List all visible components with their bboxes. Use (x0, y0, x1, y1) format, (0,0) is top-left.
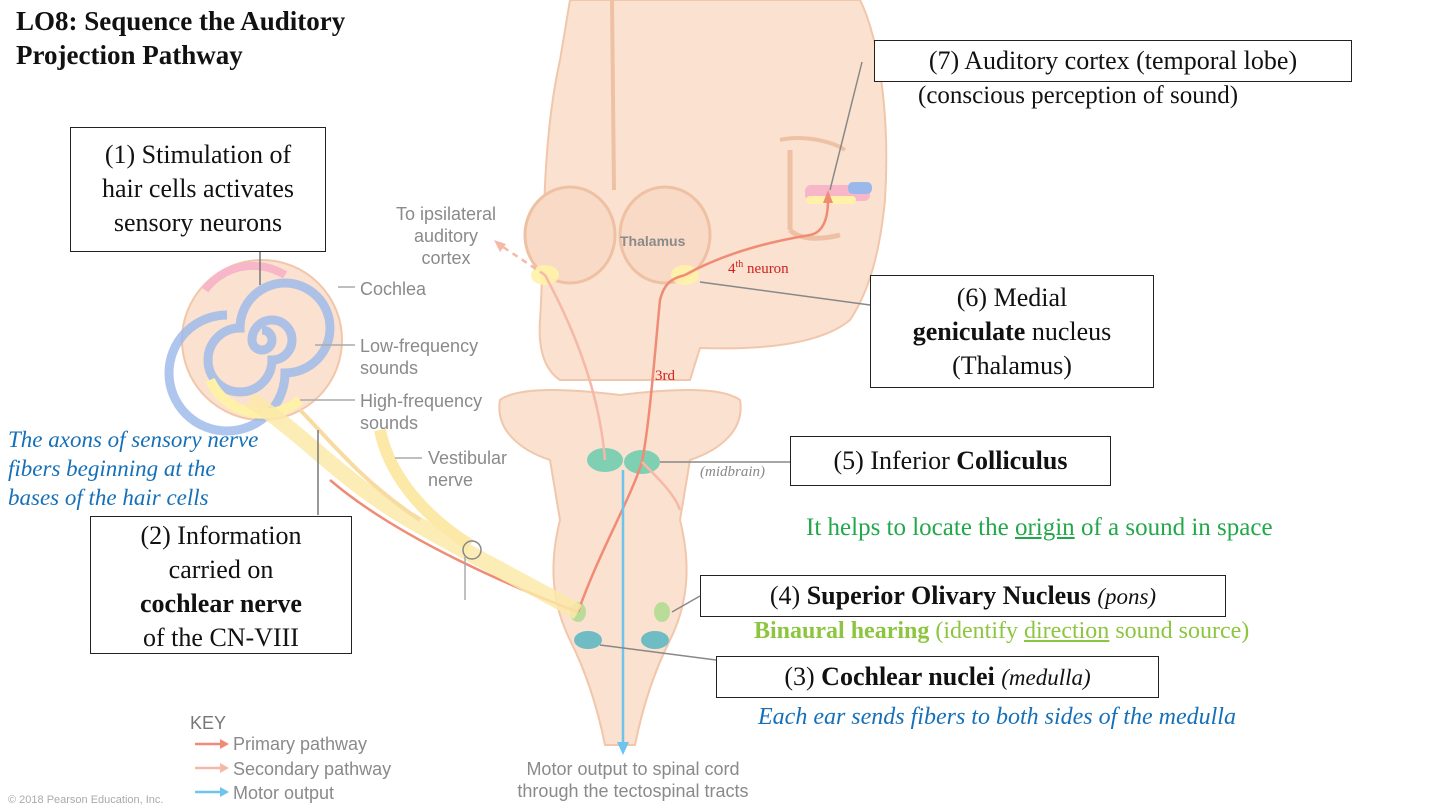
step6-bold: geniculate (912, 317, 1026, 346)
locate-pre: It helps to locate the (806, 514, 1009, 541)
axons-line-1: The axons of sensory nerve (8, 427, 259, 452)
midbrain-label: (midbrain) (700, 464, 765, 480)
thalamus-left (523, 185, 617, 285)
brainstem (498, 389, 742, 746)
ipsi-line-2: auditory (413, 226, 479, 246)
step1-line-2: hair cells activates (101, 174, 295, 203)
fourth-neuron-label: 4th neuron (728, 259, 789, 278)
locate-note: It helps to locate the origin of a sound… (806, 514, 1273, 542)
cochlea-label: Cochlea (360, 279, 427, 299)
low-line-2: sounds (360, 358, 419, 378)
step7-text: (7) Auditory cortex (temporal lobe) (928, 46, 1298, 75)
locate-underlined: origin (1014, 514, 1075, 541)
step6-line-1: (6) Medial (956, 283, 1068, 312)
binaural-underlined: direction (1024, 618, 1110, 644)
fourth-post: neuron (747, 261, 789, 277)
thalamus-label: Thalamus (620, 233, 686, 249)
step6-line-3: (Thalamus) (952, 351, 1072, 380)
high-frequency-label: High-frequency sounds (360, 390, 482, 434)
step4-italic: (pons) (1097, 584, 1157, 609)
ipsi-line-1: To ipsilateral (395, 204, 497, 224)
vestibular-nerve-label: Vestibular nerve (428, 447, 507, 491)
step1-line-1: (1) Stimulation of (104, 140, 292, 169)
low-line-1: Low-frequency (360, 336, 479, 356)
third-neuron-label: 3rd (655, 368, 675, 384)
step7-box: (7) Auditory cortex (temporal lobe) (874, 40, 1352, 82)
motor-line-1: Motor output to spinal cord (526, 759, 740, 779)
high-line-2: sounds (360, 413, 419, 433)
binaural-bold: Binaural hearing (754, 618, 930, 644)
high-line-1: High-frequency (360, 391, 483, 411)
vest-line-2: nerve (428, 470, 474, 490)
motor-output-label: Motor output to spinal cord through the … (488, 758, 778, 802)
low-frequency-label: Low-frequency sounds (360, 335, 478, 379)
axons-line-3: bases of the hair cells (8, 485, 209, 510)
conscious-note: (conscious perception of sound) (918, 82, 1239, 109)
step5-pre: (5) Inferior (833, 446, 950, 475)
step2-line-1: (2) Information (140, 521, 302, 550)
key-title: KEY (190, 713, 227, 733)
step5-bold: Colliculus (956, 446, 1068, 475)
fourth-num: 4 (728, 261, 736, 277)
step2-line-4: of the CN-VIII (143, 623, 299, 652)
ipsi-line-3: cortex (421, 248, 471, 268)
axons-note: The axons of sensory nerve fibers beginn… (8, 425, 258, 512)
each-ear-note: Each ear sends fibers to both sides of t… (758, 704, 1236, 730)
vest-line-1: Vestibular (428, 448, 508, 468)
key-secondary: Secondary pathway (233, 759, 392, 779)
locate-post: of a sound in space (1080, 514, 1273, 541)
step2-line-2: carried on (168, 555, 274, 584)
step4-bold: Superior Olivary Nucleus (806, 581, 1091, 610)
step5-box: (5) Inferior Colliculus (790, 436, 1111, 486)
key-primary: Primary pathway (233, 734, 368, 754)
step2-box: (2) Information carried on cochlear nerv… (90, 516, 352, 654)
thalamus-right (618, 185, 712, 285)
key-motor: Motor output (233, 783, 335, 803)
title-line-1: LO8: Sequence the Auditory (16, 6, 346, 36)
page-title: LO8: Sequence the Auditory Projection Pa… (16, 4, 345, 72)
copyright: © 2018 Pearson Education, Inc. (8, 794, 164, 806)
title-line-2: Projection Pathway (16, 40, 243, 70)
step3-italic: (medulla) (1001, 665, 1091, 690)
binaural-post: sound source) (1115, 618, 1250, 644)
step3-num: (3) (784, 662, 815, 691)
ipsilateral-cortex-label: To ipsilateral auditory cortex (386, 203, 506, 269)
binaural-pre: (identify (935, 618, 1018, 644)
step3-bold: Cochlear nuclei (821, 662, 995, 691)
binaural-note: Binaural hearing (identify direction sou… (754, 618, 1249, 645)
step3-box: (3) Cochlear nuclei (medulla) (716, 656, 1159, 698)
axons-line-2: fibers beginning at the (8, 456, 216, 481)
fourth-sup: th (735, 259, 744, 270)
motor-line-2: through the tectospinal tracts (517, 781, 749, 801)
step4-box: (4) Superior Olivary Nucleus (pons) (700, 575, 1226, 617)
step1-box: (1) Stimulation of hair cells activates … (70, 127, 326, 252)
step2-line-3: cochlear nerve (140, 589, 302, 618)
step6-rest: nucleus (1031, 317, 1112, 346)
step4-num: (4) (769, 581, 801, 610)
step6-box: (6) Medial geniculate nucleus (Thalamus) (870, 275, 1154, 388)
step1-line-3: sensory neurons (113, 208, 283, 237)
